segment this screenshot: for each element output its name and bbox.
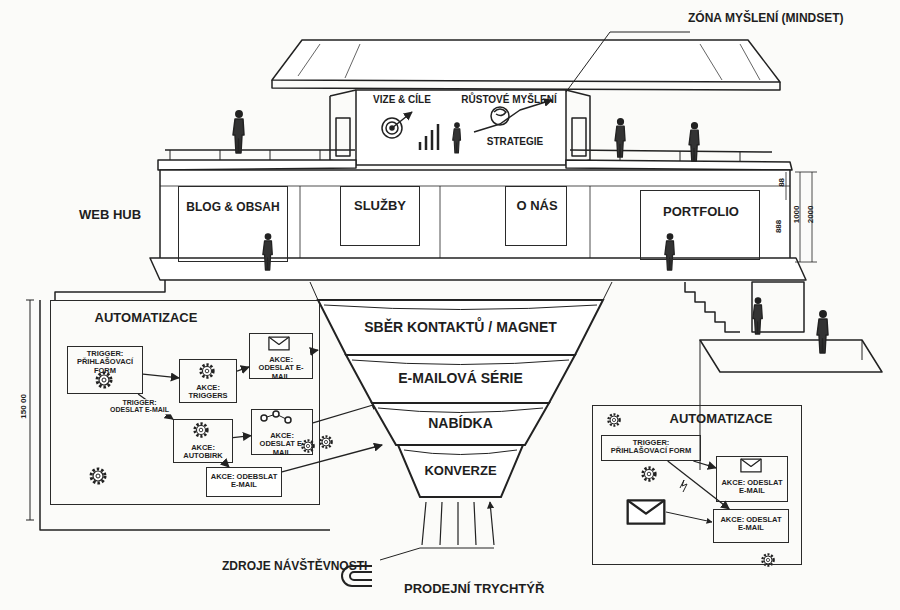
action-box: AKCE: ODESLAT E-MAIL xyxy=(713,509,789,543)
node-text: E-MAILOVÁ SÉRIE xyxy=(385,371,535,387)
flow-arrow xyxy=(282,445,382,472)
dimension-label: 888 xyxy=(775,215,784,237)
node-text: TRIGGER: PŘIHLAŠOVACÍ FORM xyxy=(604,439,698,456)
hub-room: BLOG & OBSAH xyxy=(178,186,288,262)
dimension-label: 1000 xyxy=(793,201,802,227)
node-text: PORTFOLIO xyxy=(649,205,753,220)
hub-room: PORTFOLIO xyxy=(640,190,760,260)
node-text: STRATEGIE xyxy=(480,136,550,147)
funnel-rim xyxy=(404,450,517,455)
funnel-band-outline xyxy=(346,355,575,403)
node-text: AUTOMATIZACE xyxy=(81,311,211,326)
node-text: AUTOMATIZACE xyxy=(651,412,791,427)
funnel-rim xyxy=(324,305,597,310)
funnel-rim xyxy=(378,408,543,413)
node-text: RŮSTOVÉ MYŠLENÍ xyxy=(454,94,564,105)
trigger-box: TRIGGER: PŘIHLAŠOVACÍ FORM xyxy=(67,346,143,394)
node-text: BLOG & OBSAH xyxy=(183,201,283,214)
node-text: AKCE: ODESLAT E-MAIL xyxy=(716,516,786,533)
diagram-caption: PRODEJNÍ TRYCHTÝŘ xyxy=(404,582,544,596)
action-box: AKCE: ODESLAT E-MAIL xyxy=(249,333,313,379)
action-box: AKCE: ODEBSLAT E-MAIL xyxy=(206,467,282,497)
funnel-band-outline xyxy=(398,445,523,497)
dimension-label: 88 xyxy=(778,172,787,192)
funnel-band-outline xyxy=(372,403,549,445)
mindset-room: VIZE & CÍLE RŮSTOVÉ MYŠLENÍ STRATEGIE xyxy=(356,90,566,165)
flow-arrow xyxy=(668,461,730,509)
funnel-band: NABÍDKA xyxy=(372,403,549,445)
edge-label: TRIGGER: ODESLAT E-MAIL xyxy=(108,399,172,414)
funnel-rim xyxy=(352,360,569,365)
flow-arrow xyxy=(233,436,251,438)
funnel-band: E-MAILOVÁ SÉRIE xyxy=(346,355,575,403)
flow-arrow xyxy=(313,349,318,351)
node-text: SBĚR KONTAKTŮ / MAGNET xyxy=(350,320,571,336)
automation-panel: AUTOMATIZACE TRIGGER: PŘIHLAŠOVACÍ FORM AK… xyxy=(50,300,320,505)
dimension-label: 150 00 xyxy=(20,386,29,426)
hub-room: SLUŽBY xyxy=(340,186,420,246)
flow-arrow xyxy=(693,461,716,468)
hub-room: O NÁS xyxy=(505,186,567,246)
node-text: SLUŽBY xyxy=(345,199,415,214)
trigger-box: TRIGGER: PŘIHLAŠOVACÍ FORM xyxy=(601,435,701,461)
action-box: AKCE: ODESLAT E-MAIL xyxy=(716,456,788,502)
node-text: AKCE: ODESLAT E-MAIL xyxy=(719,479,785,496)
node-text: AKCE: AUTOBIRK xyxy=(176,444,230,461)
node-text: O NÁS xyxy=(509,199,565,214)
node-text: WEB HUB xyxy=(72,208,148,223)
funnel-band: KONVERZE xyxy=(398,445,523,497)
node-text: AKCE: ODEBSLAT E-MAIL xyxy=(209,473,279,490)
action-box: AKCE: ODESLAT E-MAIL xyxy=(251,409,313,455)
dimension-label: 2000 xyxy=(807,201,816,227)
funnel-band: SBĚR KONTAKTŮ / MAGNET xyxy=(318,300,603,355)
node-text: TRIGGER: PŘIHLAŠOVACÍ FORM xyxy=(70,350,140,375)
node-text: AKCE: ODESLAT E-MAIL xyxy=(254,432,310,457)
action-box: AKCE: TRIGGERS xyxy=(179,359,237,403)
node-text: KONVERZE xyxy=(413,464,507,479)
annotation-label: ZÓNA MYŠLENÍ (MINDSET) xyxy=(688,12,844,25)
funnel-band-outline xyxy=(318,300,603,355)
flow-arrow xyxy=(225,463,229,467)
node-text: AKCE: ODESLAT E-MAIL xyxy=(252,356,310,381)
node-text: NABÍDKA xyxy=(416,416,505,432)
flow-arrow xyxy=(313,403,380,423)
annotation-label: ZDROJE NÁVŠTĚVNOSTI xyxy=(222,560,367,573)
node-text: VIZE & CÍLE xyxy=(362,94,442,105)
node-text: AKCE: TRIGGERS xyxy=(182,384,234,401)
action-box: AKCE: AUTOBIRK xyxy=(173,419,233,463)
web-hub-floor: WEB HUBBLOG & OBSAHSLUŽBYO NÁSPORTFOLIO xyxy=(160,160,775,265)
flow-arrow xyxy=(237,367,249,371)
flow-arrow xyxy=(143,374,179,378)
automation-panel: AUTOMATIZACE TRIGGER: PŘIHLAŠOVACÍ FORM AK… xyxy=(592,405,802,565)
